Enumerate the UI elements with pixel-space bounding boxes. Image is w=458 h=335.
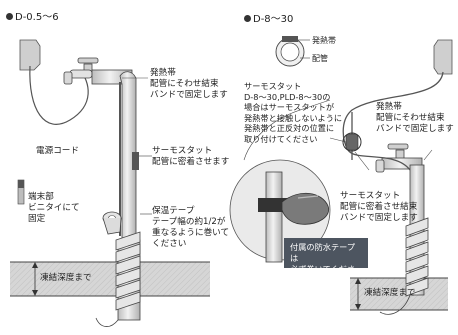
- left-thermostat: [132, 152, 139, 170]
- left-wall-bracket: [19, 39, 41, 71]
- bullet-icon: [244, 15, 251, 22]
- tape-roll: [102, 211, 122, 235]
- pipe-clamp-illustration: [275, 36, 310, 67]
- left-section-title: D-0.5～6: [6, 8, 59, 23]
- bullet-icon: [6, 13, 13, 20]
- right-thermostat-label: サーモスタット 配管に密着させ結束 バンドで固定します: [340, 191, 418, 223]
- power-cord: [29, 65, 89, 125]
- power-cord-label: 電源コード: [36, 146, 79, 156]
- end-part: [17, 179, 25, 205]
- right-section-title: D-8～30: [244, 10, 293, 25]
- left-ground: [10, 261, 210, 297]
- right-heat-band-label: 発熱帯 配管にそわせ結束 バンドで固定します: [376, 102, 454, 134]
- pipe-label: 配管: [312, 54, 328, 63]
- left-frost-depth-label: 凍結深度まで: [40, 273, 92, 283]
- left-thermostat-label: サーモスタット 配管に密着させます: [152, 146, 230, 167]
- right-wall-bracket: [433, 39, 453, 75]
- end-part-label: 端末部 ビニタイにて 固定: [28, 192, 80, 224]
- thermostat-note: サーモスタット D-8～30,PLD-8～30の 場合はサーモスタットが 発熱帯…: [244, 81, 343, 144]
- right-frost-depth-label: 凍結深度まで: [364, 288, 416, 298]
- right-thermostat: [345, 133, 359, 151]
- right-ground: [350, 277, 448, 311]
- left-heat-band-label: 発熱帯 配管にそわせ結束 バンドで固定します: [150, 68, 228, 100]
- right-insulation-wrap: [405, 217, 429, 297]
- insulation-tape-label: 保温テープ テープ幅の約1/2が 重なるように巻いて ください: [152, 206, 230, 249]
- right-heater-cable: [342, 71, 444, 171]
- band-label: 発熱帯: [312, 36, 336, 45]
- left-insulation-wrap: [115, 231, 141, 311]
- hand-wrapping-illustration: [229, 99, 331, 263]
- waterproof-tape-note: 付属の防水テープは 必ず巻いてください。: [284, 238, 368, 285]
